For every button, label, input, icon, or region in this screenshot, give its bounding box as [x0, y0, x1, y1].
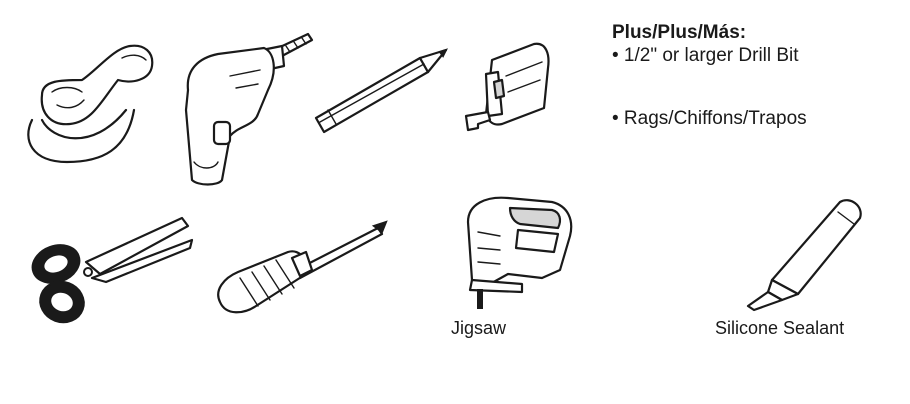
plus-list-title: Plus/Plus/Más: — [612, 22, 747, 43]
plus-list-item-rags: • Rags/Chiffons/Trapos — [612, 107, 807, 129]
scissors-icon — [26, 212, 196, 330]
plus-list-item-drill-bit: • 1/2" or larger Drill Bit — [612, 44, 799, 66]
silicone-tube-icon — [742, 196, 868, 312]
screwdriver-icon — [214, 218, 390, 330]
jigsaw-icon — [460, 192, 580, 310]
safety-glasses-icon — [22, 40, 157, 165]
pencil-icon — [308, 46, 450, 136]
power-drill-icon — [178, 30, 318, 188]
tape-measure-icon — [458, 40, 558, 132]
plus-list: Plus/Plus/Más: • 1/2" or larger Drill Bi… — [612, 22, 807, 130]
jigsaw-caption: Jigsaw — [451, 318, 507, 338]
silicone-caption: Silicone Sealant — [715, 318, 845, 338]
